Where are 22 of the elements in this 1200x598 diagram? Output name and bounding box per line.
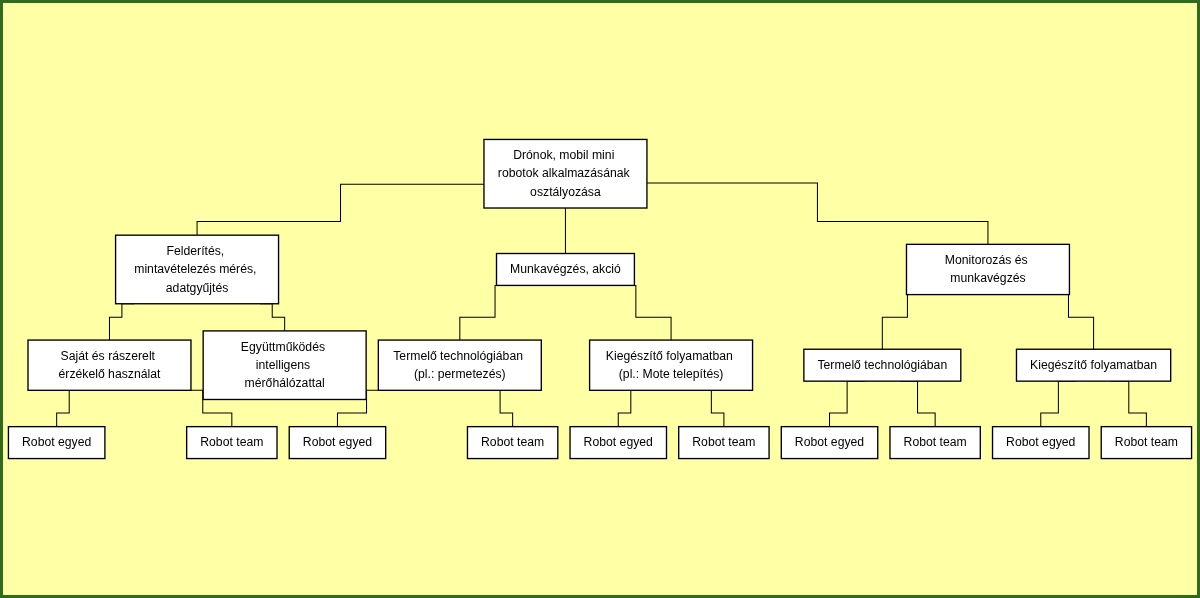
node-box: Kiegészítő folyamatban <box>1015 348 1172 382</box>
node-box: Együttműködés intelligens mérőhálózattal <box>202 330 367 401</box>
node-box: Munkavégzés, akció <box>495 252 636 287</box>
node-box: Termelő technológiában <box>803 348 962 382</box>
node-box: Monitorozás és munkavégzés <box>905 243 1071 296</box>
node-box: Drónok, mobil mini robotok alkalmazásának osztályozása <box>483 138 648 209</box>
node-box: Saját és rászerelt érzékelő használat <box>27 339 192 391</box>
node-box: Robot egyed <box>288 425 387 460</box>
node-box: Robot team <box>186 425 278 460</box>
node-box: Robot egyed <box>991 425 1090 460</box>
connector <box>564 207 566 254</box>
node-box: Robot team <box>678 425 770 460</box>
node-box: Robot team <box>466 425 559 460</box>
node-box: Robot team <box>1100 425 1193 460</box>
node-box: Robot egyed <box>780 425 879 460</box>
node-box: Robot egyed <box>569 425 668 460</box>
connector <box>646 182 989 245</box>
node-box: Robot team <box>889 425 981 460</box>
node-box: Felderítés, mintavételezés mérés, adatgyűjtés <box>114 234 280 305</box>
node-box: Kiegészítő folyamatban (pl.: Mote telepítés) <box>588 339 754 391</box>
node-box: Robot egyed <box>7 425 106 460</box>
node-box: Termelő technológiában (pl.: permetezés) <box>377 339 542 391</box>
